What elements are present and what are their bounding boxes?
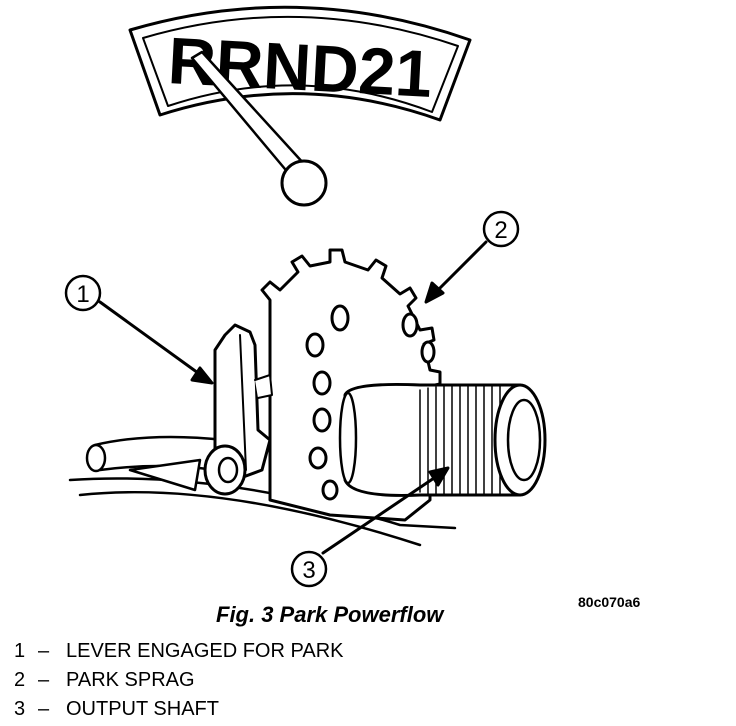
legend-dash: – — [38, 698, 50, 720]
legend-text: PARK SPRAG — [66, 669, 195, 691]
output-shaft — [338, 382, 547, 497]
callout-3-number: 3 — [302, 557, 315, 584]
callout-2: 2 — [424, 210, 520, 304]
legend-item: 2–PARK SPRAG — [14, 669, 195, 692]
park-lever — [203, 323, 273, 496]
callout-1: 1 — [64, 274, 214, 385]
legend-text: LEVER ENGAGED FOR PARK — [66, 640, 344, 662]
figure-code: 80c070a6 — [578, 594, 641, 610]
legend-item: 1–LEVER ENGAGED FOR PARK — [14, 640, 343, 663]
figure-caption: Fig. 3 Park Powerflow — [216, 602, 444, 627]
legend-number: 1 — [14, 640, 26, 662]
legend-item: 3–OUTPUT SHAFT — [14, 698, 219, 721]
legend-number: 2 — [14, 669, 26, 691]
legend-number: 3 — [14, 698, 26, 720]
legend-dash: – — [38, 669, 50, 691]
legend-text: OUTPUT SHAFT — [66, 698, 219, 720]
selector-pointer — [190, 50, 328, 207]
callout-3: 3 — [290, 466, 450, 588]
park-powerflow-illustration: RRND21 — [64, 5, 547, 588]
callout-1-number: 1 — [76, 281, 89, 308]
gear-selector-plate: RRND21 — [128, 5, 472, 122]
legend-dash: – — [38, 640, 50, 662]
callout-2-number: 2 — [494, 217, 507, 244]
